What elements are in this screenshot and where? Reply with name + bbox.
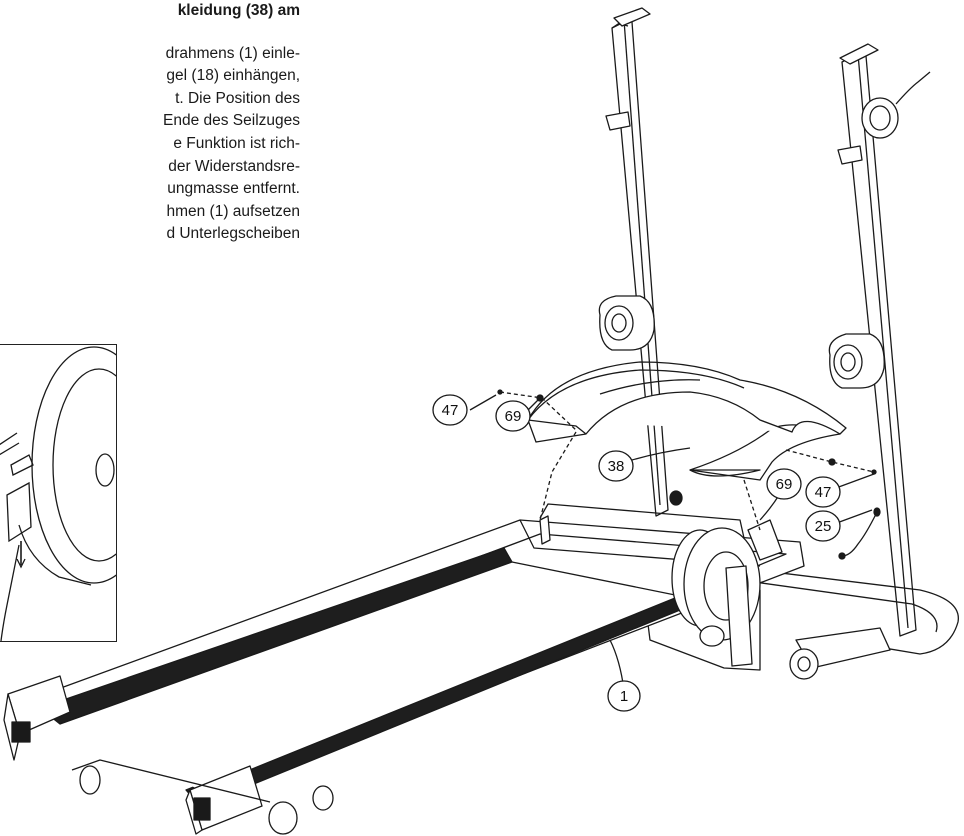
inset-wheel-inner (52, 368, 116, 562)
callout-25: 25 (805, 510, 841, 542)
callout-69-right: 69 (766, 468, 802, 500)
callout-47-right: 47 (805, 476, 841, 508)
instruction-line: gel (18) einhängen, (166, 67, 300, 85)
instruction-line: d Unterlegscheiben (166, 225, 300, 243)
instruction-line: hmen (1) aufsetzen (166, 202, 300, 220)
callout-38: 38 (598, 450, 634, 482)
flywheel (671, 519, 783, 667)
tension-knob (861, 97, 899, 139)
motor-cover (527, 361, 847, 481)
instruction-line: e Funktion ist rich- (173, 134, 300, 152)
callout-1-label: 1 (620, 688, 628, 705)
upright-right (828, 43, 931, 637)
callout-47-right-label: 47 (815, 484, 832, 501)
callout-69-left: 69 (495, 400, 531, 432)
cable (838, 507, 881, 560)
upright-left (598, 7, 683, 517)
detail-inset (0, 344, 117, 642)
front-roller-caps (3, 675, 334, 835)
callout-69-right-label: 69 (776, 476, 793, 493)
callout-47-left: 47 (432, 394, 468, 426)
callout-25-label: 25 (815, 518, 832, 535)
callout-1: 1 (607, 680, 641, 712)
instruction-line: t. Die Position des (175, 89, 300, 107)
instruction-line: drahmens (1) einle- (165, 44, 300, 62)
inset-bracket (6, 481, 32, 543)
instruction-line: Ende des Seilzuges (162, 112, 300, 130)
callout-69-left-label: 69 (505, 408, 522, 425)
inset-drawing (0, 346, 116, 641)
callout-47-left-label: 47 (442, 402, 459, 419)
instruction-text: kleidung (38) am drahmens (1) einle- gel… (0, 0, 300, 246)
instruction-line: der Widerstandsre- (168, 157, 300, 175)
inset-hub (95, 453, 115, 487)
running-belt (39, 547, 681, 807)
inset-cable (0, 544, 20, 641)
instruction-heading: kleidung (38) am (177, 2, 300, 19)
callout-38-label: 38 (608, 458, 625, 475)
instruction-line: ungmasse entfernt. (167, 180, 300, 198)
